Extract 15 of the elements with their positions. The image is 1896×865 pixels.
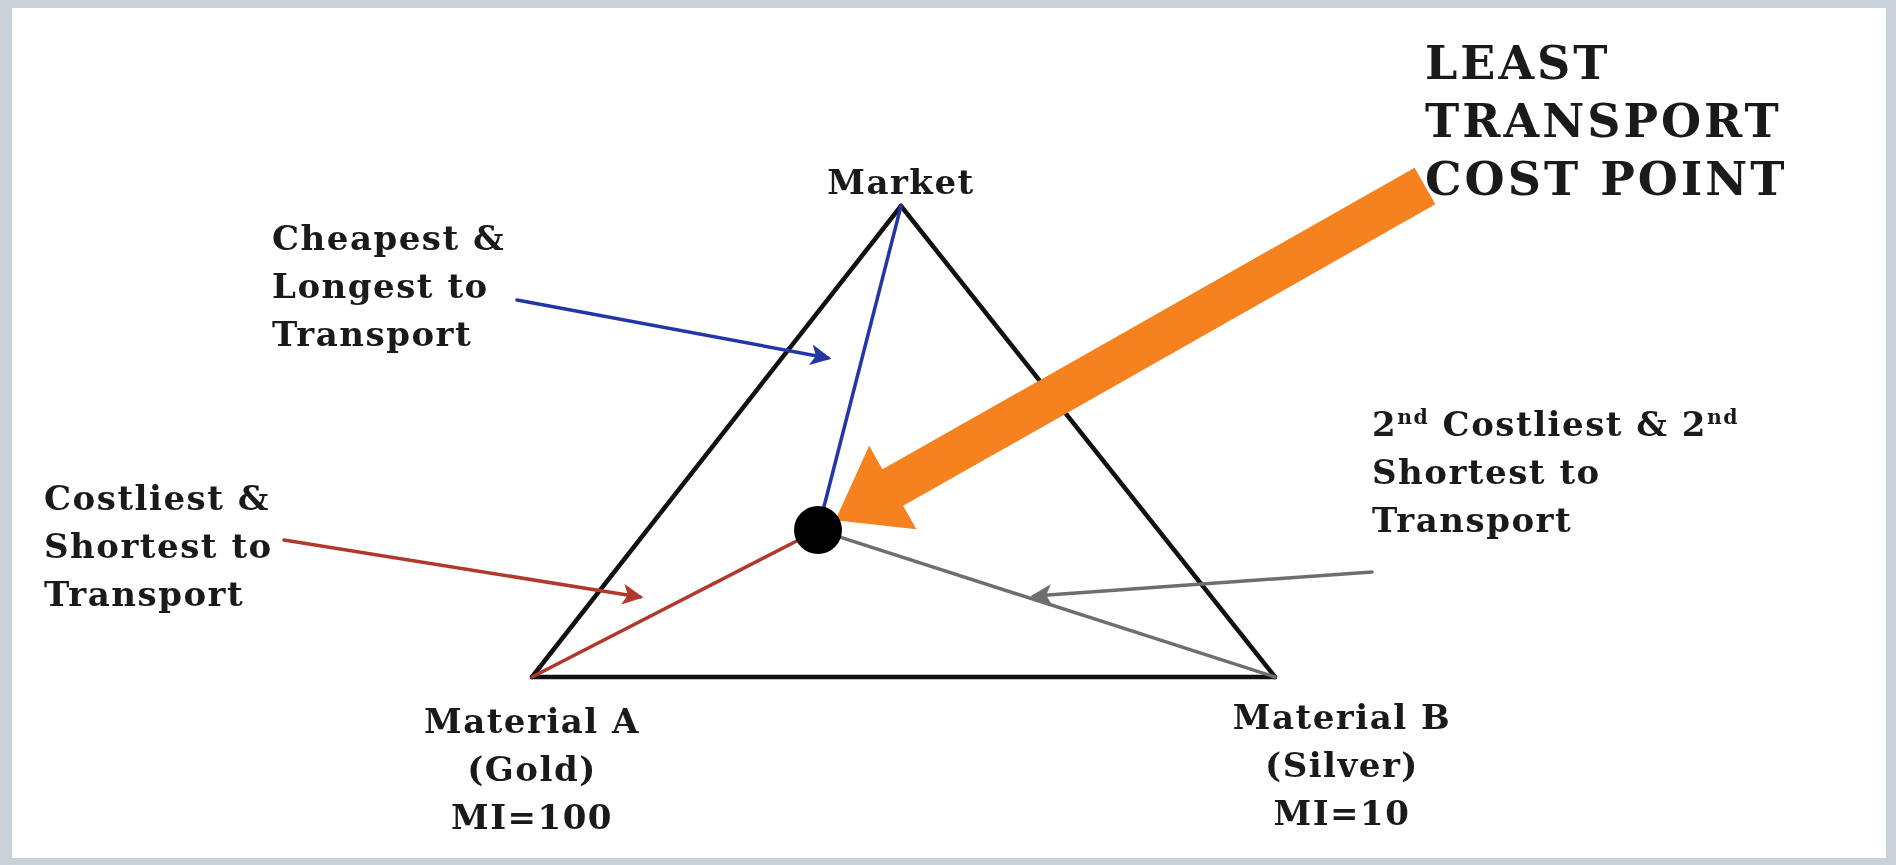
leader-arrow	[1030, 570, 1374, 606]
vertex-label: Material B (Silver) MI=10	[1222, 677, 1462, 837]
callout-text: Cheapest & Longest to Transport	[272, 214, 517, 358]
pointer-arrow	[835, 167, 1436, 530]
connector-line	[839, 535, 1277, 679]
leader-arrow	[515, 298, 832, 366]
callout-text: LEAST TRANSPORT COST POINT	[1425, 34, 1885, 208]
connector-line	[822, 204, 903, 509]
connector-line	[898, 203, 1278, 680]
connector-line	[530, 539, 799, 679]
vertex-label: Market	[780, 158, 1022, 206]
leader-arrow	[282, 538, 644, 605]
vertex-label: Material A (Gold) MI=100	[407, 677, 657, 841]
callout-text: 2$^{nd}$ Costliest & 2$^{nd}$ Shortest to Transport	[1372, 400, 1792, 544]
callout-text: Costliest & Shortest to Transport	[44, 474, 284, 618]
